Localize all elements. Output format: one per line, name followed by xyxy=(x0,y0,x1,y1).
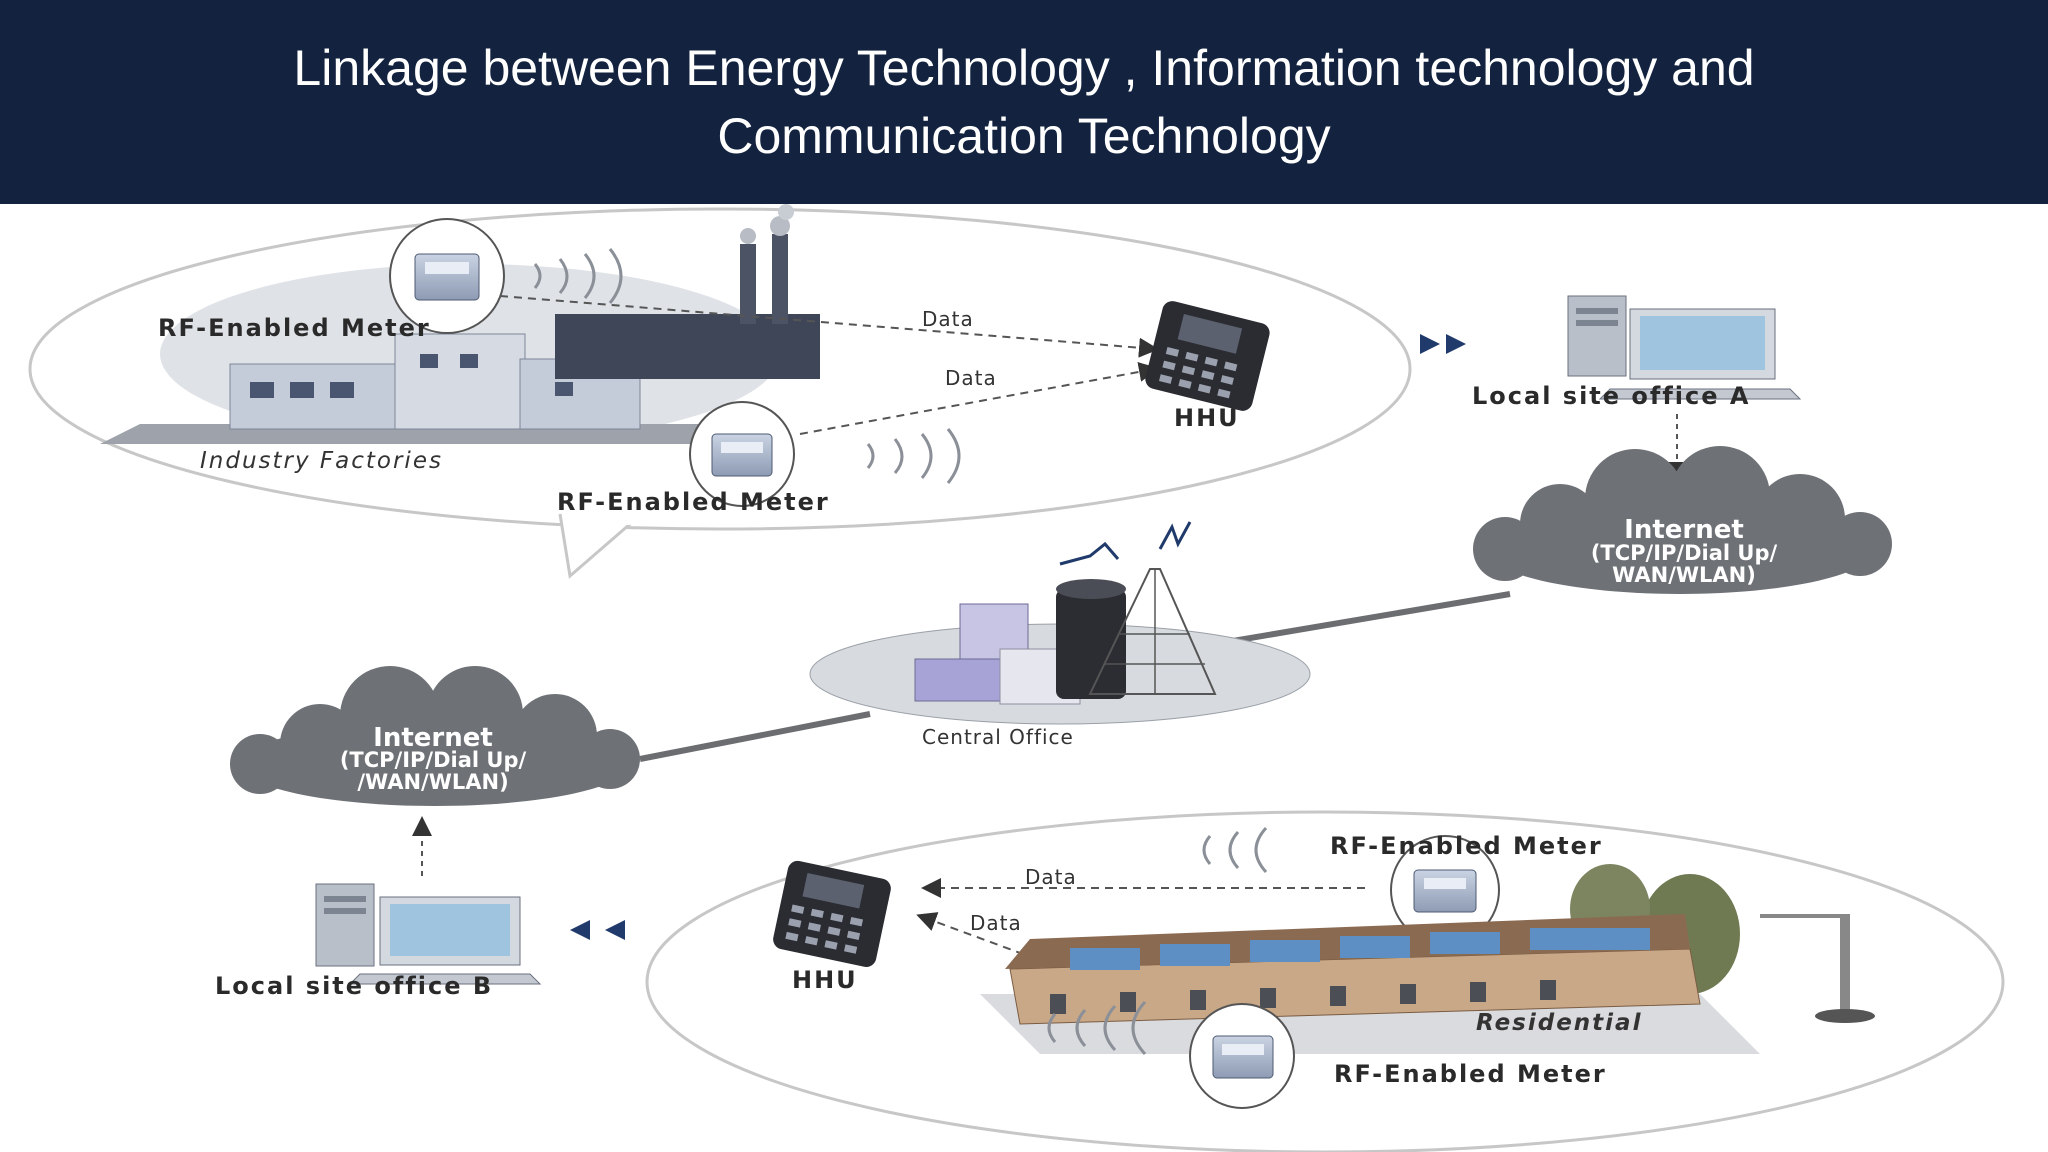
office-a-computer xyxy=(1567,295,1802,400)
arrow-to-office-a xyxy=(1420,334,1466,354)
slide-title-bar: Linkage between Energy Technology , Info… xyxy=(0,0,2048,204)
office-b-label: Local site office B xyxy=(215,972,493,1000)
slide-title-line-1: Linkage between Energy Technology , Info… xyxy=(293,40,1755,96)
residential-data-arrow-2 xyxy=(916,912,1051,965)
office-a-label: Local site office A xyxy=(1472,382,1750,410)
arrow-to-office-b xyxy=(570,920,625,940)
residential-hhu-label: HHU xyxy=(792,966,858,994)
link-central-to-internet-left xyxy=(639,711,871,762)
internet-right-line1: (TCP/IP/Dial Up/ xyxy=(1591,541,1778,565)
industry-meter-bottom-label: RF-Enabled Meter xyxy=(557,488,830,516)
industry-data-arrow-1 xyxy=(499,295,1159,358)
network-diagram: RF-Enabled Meter Industry Factories RF-E… xyxy=(28,204,2005,1152)
industry-hhu-label: HHU xyxy=(1174,404,1240,432)
industry-factories-graphic xyxy=(100,204,820,444)
residential-data-label-2: Data xyxy=(970,911,1022,935)
slide-title-line-2: Communication Technology xyxy=(717,108,1331,164)
industry-meter-top xyxy=(389,218,623,334)
residential-hhu-device xyxy=(773,860,891,968)
central-office-label: Central Office xyxy=(922,725,1074,749)
industry-meter-top-label: RF-Enabled Meter xyxy=(158,314,431,342)
industry-data-label-1: Data xyxy=(922,307,974,331)
internet-right-line2: WAN/WLAN) xyxy=(1612,563,1756,587)
residential-meter-top xyxy=(1202,826,1500,945)
residential-houses-graphic xyxy=(980,864,1875,1054)
residential-label: Residential xyxy=(1476,1010,1642,1036)
residential-meter-bottom-label: RF-Enabled Meter xyxy=(1334,1060,1607,1088)
internet-cloud-left xyxy=(230,666,640,806)
office-b-computer xyxy=(315,883,542,985)
residential-meter-bottom xyxy=(1047,1000,1295,1109)
industry-hhu-device xyxy=(1145,301,1270,411)
industry-data-arrow-2 xyxy=(799,362,1159,435)
central-office-graphic xyxy=(809,521,1311,725)
industry-meter-bottom xyxy=(689,401,961,507)
residential-meter-top-label: RF-Enabled Meter xyxy=(1330,832,1603,860)
link-central-to-internet-right xyxy=(1214,591,1511,647)
internet-left-line2: /WAN/WLAN) xyxy=(357,770,508,794)
residential-data-label-1: Data xyxy=(1025,865,1077,889)
internet-right-title: Internet xyxy=(1624,515,1744,545)
internet-left-line1: (TCP/IP/Dial Up/ xyxy=(340,748,527,772)
internet-left-title: Internet xyxy=(373,723,493,753)
residential-bubble xyxy=(645,810,2005,1152)
internet-cloud-right xyxy=(1473,446,1892,594)
industry-data-label-2: Data xyxy=(945,366,997,390)
industry-factories-label: Industry Factories xyxy=(200,448,443,474)
